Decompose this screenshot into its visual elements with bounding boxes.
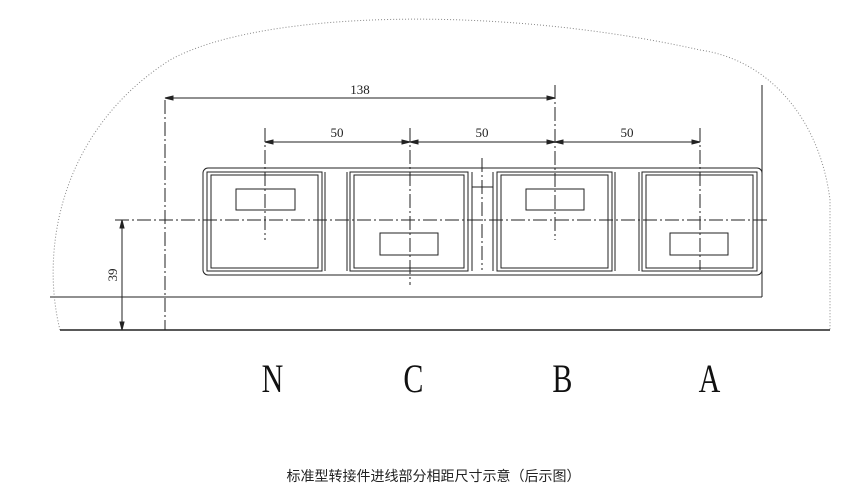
dim-138: 138 — [350, 82, 370, 97]
caption: 标准型转接件进线部分相距尺寸示意（后示图） — [286, 469, 581, 485]
phase-label-a: A — [698, 356, 721, 401]
dim-39: 39 — [105, 269, 120, 282]
phase-label-c: C — [403, 356, 424, 401]
terminal-slot-c — [379, 232, 439, 256]
dim-50-ba: 50 — [621, 125, 634, 140]
dimension-lines — [119, 95, 701, 331]
dim-50-nc: 50 — [331, 125, 344, 140]
terminal-slot-a — [669, 232, 729, 256]
dim-50-cb: 50 — [476, 125, 489, 140]
phase-label-n: N — [261, 356, 284, 401]
phase-label-b: B — [552, 356, 573, 401]
terminal-slot-b — [525, 188, 585, 211]
outline-curve — [52, 18, 831, 331]
